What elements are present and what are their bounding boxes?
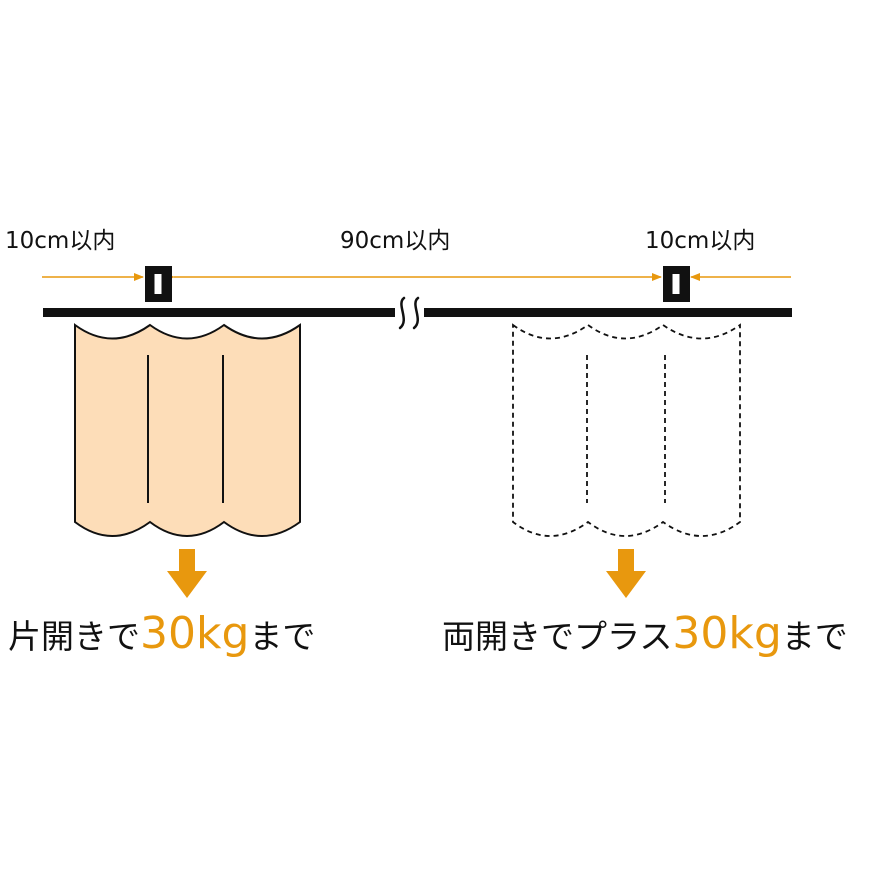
- left-caption-value: 30kg: [140, 608, 249, 659]
- down-arrow-icon: [167, 549, 207, 598]
- right-caption-prefix: 両開きでプラス: [442, 617, 672, 656]
- break-mark-icon: [398, 296, 420, 330]
- curtain-rail: [43, 308, 792, 317]
- left-margin-label: 10cm以内: [5, 228, 115, 254]
- down-arrow-icon: [606, 549, 646, 598]
- bracket-icon: [663, 266, 690, 302]
- left-caption: 片開きで30kgまで: [8, 608, 315, 659]
- middle-span-label: 90cm以内: [340, 228, 450, 254]
- left-caption-suffix: まで: [249, 617, 315, 656]
- right-curtain: [512, 323, 741, 537]
- right-caption: 両開きでプラス30kgまで: [442, 608, 848, 659]
- left-curtain: [74, 323, 301, 537]
- left-caption-prefix: 片開きで: [8, 617, 140, 656]
- right-caption-suffix: まで: [782, 617, 848, 656]
- right-caption-value: 30kg: [672, 608, 781, 659]
- right-margin-label: 10cm以内: [645, 228, 755, 254]
- bracket-icon: [145, 266, 172, 302]
